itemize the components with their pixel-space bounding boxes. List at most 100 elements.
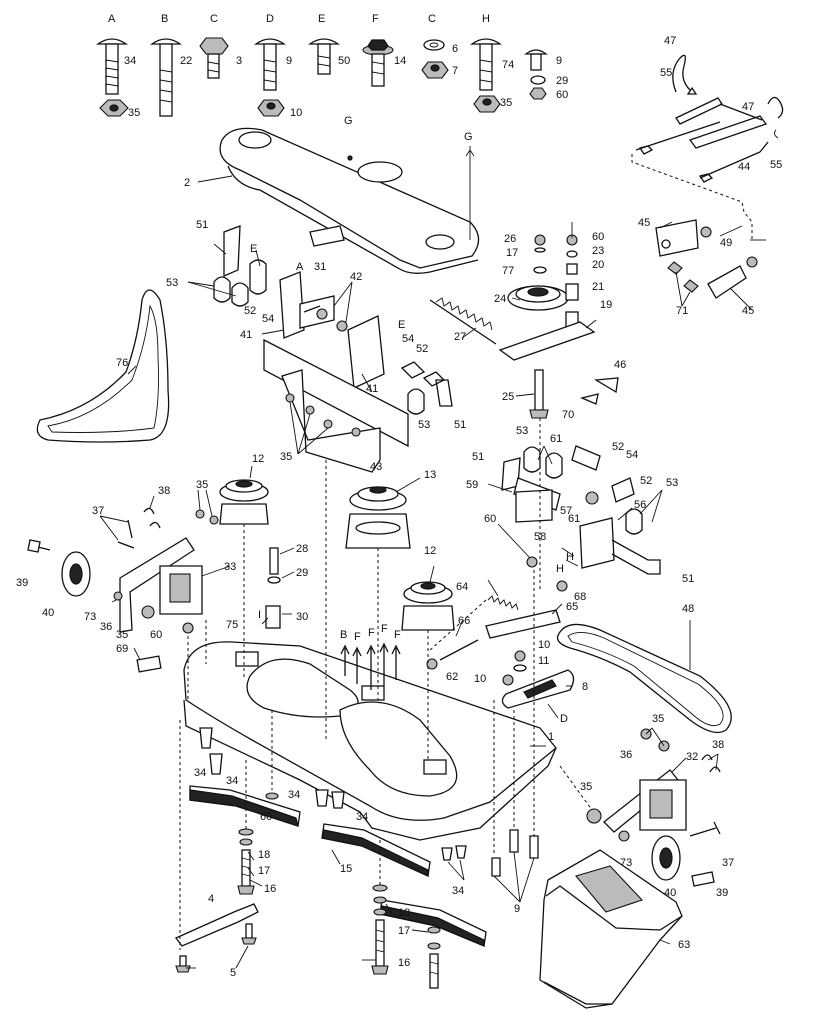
mower-blade-15c bbox=[379, 899, 487, 947]
bolt-28-icon bbox=[269, 547, 279, 575]
arrow-markers bbox=[340, 642, 401, 690]
callout-10-b: 10 bbox=[538, 639, 550, 651]
callout-13: 13 bbox=[424, 469, 436, 481]
callout-17-b: 17 bbox=[258, 865, 270, 877]
callout-53-c: 53 bbox=[516, 425, 528, 437]
washer-49a-icon bbox=[700, 226, 712, 238]
letter-h-bracket: H bbox=[566, 551, 574, 563]
bolt-5-right-icon bbox=[241, 923, 257, 945]
blade-bolt-16b-stack bbox=[371, 884, 389, 975]
callout-11: 11 bbox=[538, 655, 549, 667]
callout-35-g: 35 bbox=[580, 781, 592, 793]
idler-spring-27-icon bbox=[429, 297, 497, 345]
callout-23: 23 bbox=[592, 245, 604, 257]
callout-36-b: 36 bbox=[620, 749, 632, 761]
nut-10b-icon bbox=[514, 650, 526, 662]
callout-34-c: 34 bbox=[226, 775, 238, 787]
washer-73b-icon bbox=[618, 830, 630, 842]
callout-51-b: 51 bbox=[454, 419, 466, 431]
spacer-20-icon bbox=[566, 263, 578, 275]
carriage-bolt-74-icon bbox=[469, 38, 503, 91]
letter-f-arrow-3: F bbox=[381, 623, 388, 635]
letter-g-cover: G bbox=[344, 115, 353, 127]
callout-9-c: 9 bbox=[514, 903, 520, 915]
gauge-wheel-assembly-right bbox=[586, 728, 721, 887]
bracket-58 bbox=[515, 489, 553, 523]
letter-f-arrow-1: F bbox=[354, 631, 361, 643]
washer-77-icon bbox=[533, 266, 547, 274]
wheel-bracket-36a bbox=[119, 537, 195, 633]
callout-53-b: 53 bbox=[418, 419, 430, 431]
label-69 bbox=[136, 655, 162, 673]
callout-65: 65 bbox=[566, 601, 578, 613]
callout-59: 59 bbox=[466, 479, 478, 491]
callout-49: 49 bbox=[720, 237, 732, 249]
letter-f-arrow-4: F bbox=[394, 629, 401, 641]
letter-b: B bbox=[161, 13, 168, 25]
callout-74: 74 bbox=[502, 59, 514, 71]
hook-51b-icon bbox=[435, 379, 453, 407]
callout-70: 70 bbox=[562, 409, 574, 421]
letter-labels: A B C D E F C H G G E A E H H I B F F F … bbox=[108, 13, 574, 725]
bracket-45-lower bbox=[707, 265, 747, 299]
letter-i: I bbox=[258, 609, 261, 621]
callout-55-b: 55 bbox=[770, 159, 782, 171]
callout-73-b: 73 bbox=[620, 857, 632, 869]
spacer-30-icon bbox=[265, 605, 281, 629]
leader-lines bbox=[99, 175, 766, 969]
drive-belt-48 bbox=[556, 623, 732, 734]
callout-28: 28 bbox=[296, 543, 308, 555]
flange-bolt-14-icon bbox=[362, 39, 394, 87]
callout-46: 46 bbox=[614, 359, 626, 371]
callout-25: 25 bbox=[502, 391, 514, 403]
callout-53-d: 53 bbox=[666, 477, 678, 489]
callout-61: 61 bbox=[550, 433, 562, 445]
callout-45-b: 45 bbox=[742, 305, 754, 317]
callout-34: 34 bbox=[124, 55, 136, 67]
letter-e: E bbox=[318, 13, 325, 25]
callout-27: 27 bbox=[454, 331, 466, 343]
callout-29-b: 29 bbox=[296, 567, 308, 579]
callout-34-b: 34 bbox=[194, 767, 206, 779]
callout-52-b: 52 bbox=[416, 343, 428, 355]
callout-60-pulley: 60 bbox=[592, 231, 604, 243]
callout-51-c: 51 bbox=[472, 451, 484, 463]
bracket-41a bbox=[279, 271, 305, 339]
letter-f: F bbox=[372, 13, 379, 25]
spring-64-icon bbox=[487, 595, 519, 611]
idler-pulley-24-assembly bbox=[498, 222, 619, 419]
callout-37-b: 37 bbox=[722, 857, 734, 869]
callout-35-f: 35 bbox=[652, 713, 664, 725]
callout-63: 63 bbox=[678, 939, 690, 951]
bolt-25-icon bbox=[534, 369, 544, 411]
hairpin-clip-47-icon bbox=[672, 54, 691, 93]
deck-bolts-9 bbox=[491, 829, 539, 877]
carriage-bolt-9b-icon bbox=[524, 49, 548, 71]
idler-bracket-assembly-right bbox=[501, 445, 661, 592]
callout-18-b: 18 bbox=[398, 907, 410, 919]
callout-54-b: 54 bbox=[402, 333, 414, 345]
callout-60-c: 60 bbox=[484, 513, 496, 525]
nut-35e-icon bbox=[141, 605, 155, 619]
nut-71b-icon bbox=[683, 279, 699, 293]
lift-link-bracket bbox=[675, 97, 723, 125]
blade-bolt-16a-stack bbox=[237, 828, 255, 895]
callout-47: 47 bbox=[664, 35, 676, 47]
callout-20: 20 bbox=[592, 259, 604, 271]
callout-15: 15 bbox=[340, 863, 352, 875]
lift-rod-44 bbox=[635, 121, 769, 179]
clip-70-icon bbox=[579, 393, 599, 405]
hex-nut-35b-icon bbox=[473, 95, 501, 113]
letter-a: A bbox=[108, 13, 116, 25]
callout-35-bracket: 35 bbox=[280, 451, 292, 463]
callout-39-b: 39 bbox=[716, 887, 728, 899]
spring-52a-icon bbox=[249, 259, 267, 295]
callout-14: 14 bbox=[394, 55, 406, 67]
hairpin-clip-47b-icon bbox=[767, 96, 784, 119]
callout-75: 75 bbox=[226, 619, 238, 631]
callout-52-c: 52 bbox=[612, 441, 624, 453]
bolt-39b-icon bbox=[691, 871, 715, 887]
clip-38a-icon bbox=[143, 507, 161, 529]
callout-34-e: 34 bbox=[356, 811, 368, 823]
callout-66: 66 bbox=[458, 615, 470, 627]
